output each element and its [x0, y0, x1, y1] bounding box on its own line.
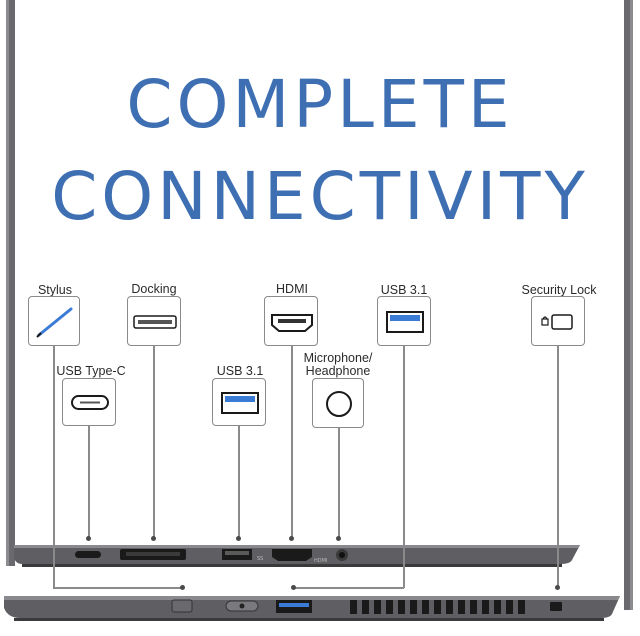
laptop-right-side [4, 596, 620, 621]
headline-line-1: COMPLETE [126, 66, 514, 143]
lock-icon [541, 314, 573, 330]
security-lock-slot [550, 602, 562, 611]
usb-type-c-box [62, 378, 116, 426]
label-microphone-line2: Headphone [305, 364, 371, 378]
usb31-top-connector-h [294, 587, 404, 589]
label-stylus: Stylus [37, 283, 73, 297]
label-microphone-line1: Microphone/ [303, 351, 373, 365]
docking-connector [153, 345, 155, 540]
label-docking: Docking [131, 282, 177, 296]
headline-line-2: CONNECTIVITY [51, 158, 589, 235]
usb-icon [221, 392, 259, 414]
usb31-mid-box [212, 378, 266, 426]
vent-grille [350, 600, 525, 614]
stylus-box [28, 296, 80, 346]
docking-box [127, 296, 181, 346]
svg-text:SS: SS [257, 556, 263, 562]
label-security-lock: Security Lock [521, 283, 597, 297]
hdmi-port [272, 549, 312, 561]
hdmi-box [264, 296, 318, 346]
usb-c-icon [71, 395, 109, 410]
usb-c-port [75, 551, 101, 558]
label-usb31-top: USB 3.1 [380, 283, 428, 297]
stylus-connector [53, 345, 55, 588]
microphone-box [312, 378, 364, 428]
label-usb31-mid: USB 3.1 [216, 364, 264, 378]
usb31-top-box [377, 296, 431, 346]
security-lock-box [531, 296, 585, 346]
left-lid-edge [6, 0, 15, 566]
svg-text:HDMI: HDMI [314, 558, 327, 564]
right-lid-edge [624, 0, 633, 610]
stylus-icon [36, 307, 73, 338]
usb-icon [386, 311, 424, 333]
label-hdmi: HDMI [276, 282, 308, 296]
hdmi-connector [291, 345, 293, 540]
stylus-connector-h [53, 587, 183, 589]
mic-connector [338, 427, 340, 540]
hdmi-icon [271, 314, 313, 332]
security-connector [557, 345, 559, 588]
stylus-silo [171, 599, 193, 613]
label-usb-type-c: USB Type-C [56, 364, 126, 378]
laptop-left-side: SS HDMI [14, 545, 580, 567]
usb31-top-connector [403, 345, 405, 588]
usbc-connector [88, 425, 90, 540]
label-microphone: Microphone/ Headphone [298, 352, 378, 378]
headphone-jack-icon [326, 391, 352, 417]
docking-icon [133, 315, 177, 329]
usb31-mid-connector [238, 425, 240, 540]
